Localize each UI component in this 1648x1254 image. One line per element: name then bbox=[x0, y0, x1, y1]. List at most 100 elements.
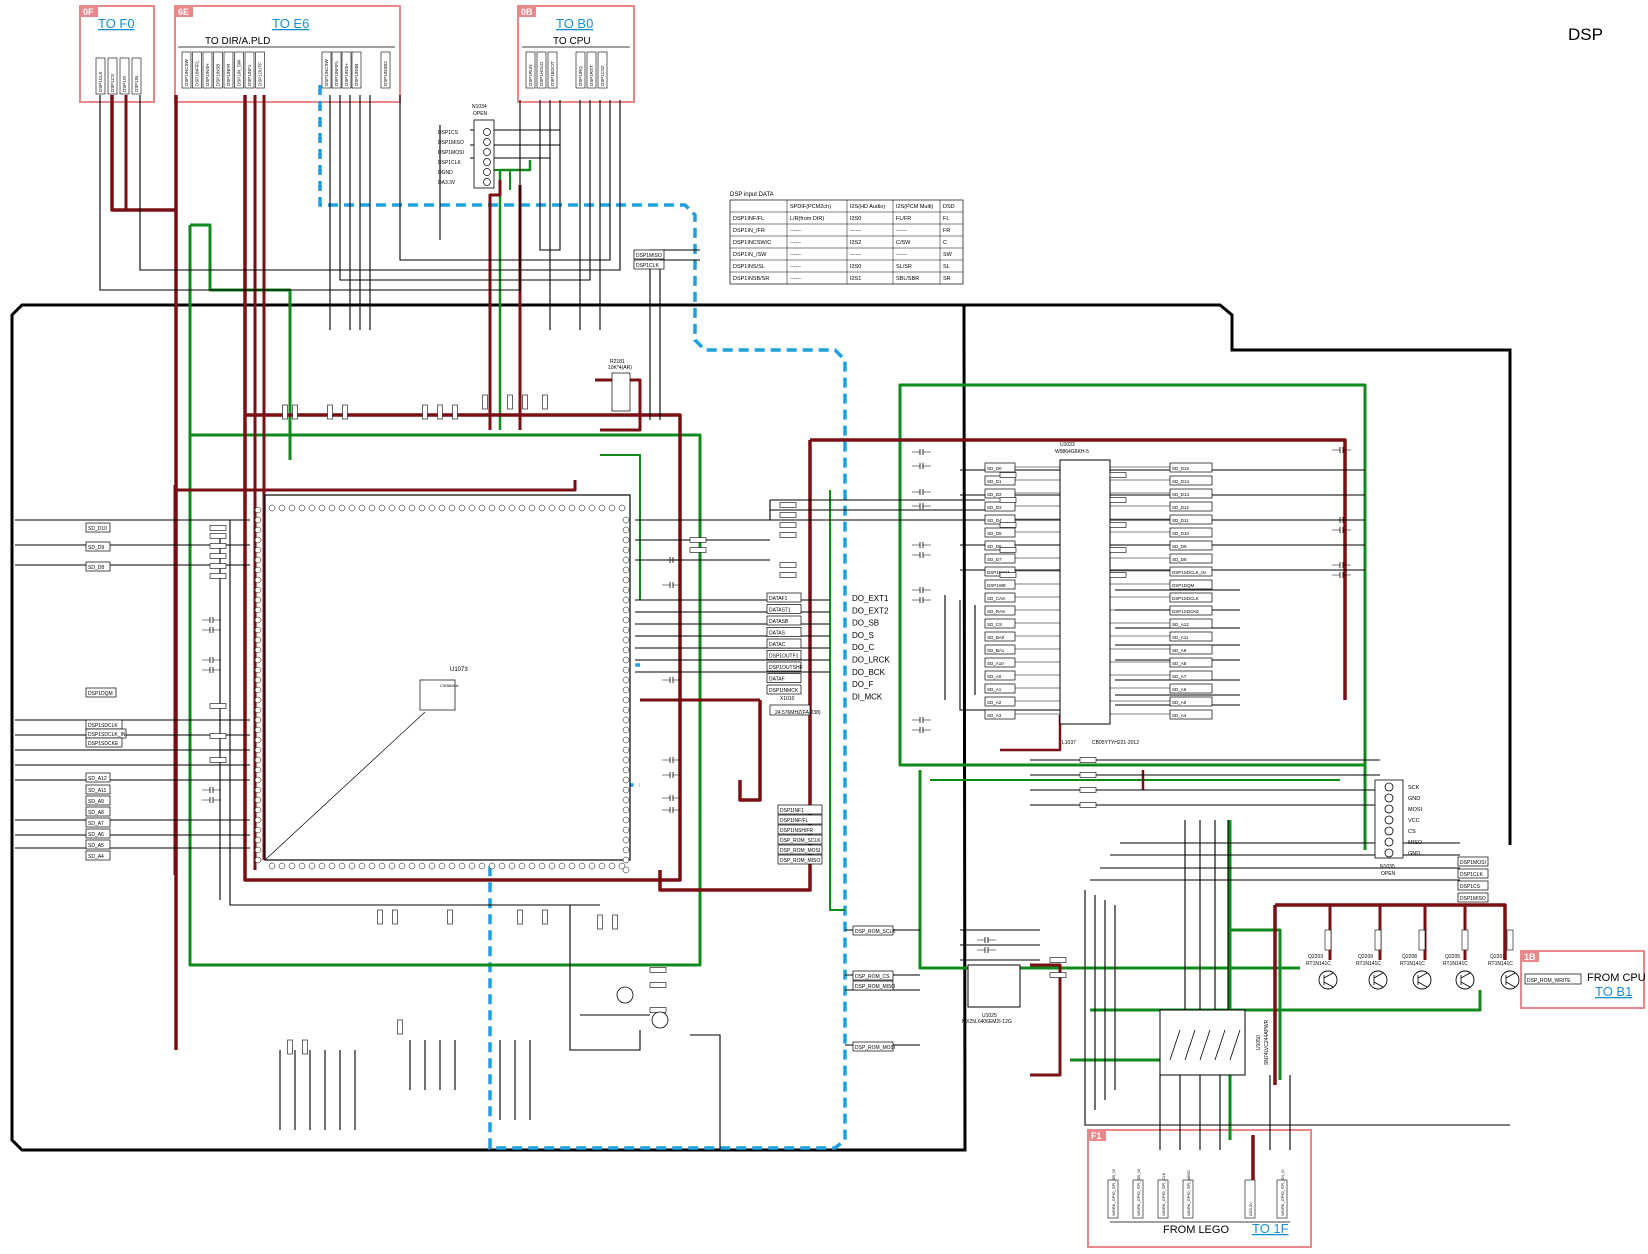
table-cell: ------ bbox=[850, 252, 861, 258]
svg-text:N1034: N1034 bbox=[472, 104, 487, 110]
table-header: I2S(HD Audio) bbox=[850, 204, 885, 210]
net-label-clk: DSP1CLK bbox=[633, 259, 665, 270]
table-cell: ------ bbox=[850, 228, 861, 234]
mid-right-label: DATAF bbox=[766, 673, 802, 683]
pin-circle bbox=[1384, 782, 1394, 792]
svg-text:U1025: U1025 bbox=[982, 1013, 997, 1019]
connector-pin-label: DSP1INSH bbox=[205, 63, 210, 86]
pin-circle bbox=[1384, 826, 1394, 836]
net-label-text: DATAC bbox=[769, 642, 786, 648]
transistor-ref: Q2205 bbox=[1445, 954, 1460, 960]
connector-link-b1[interactable]: TO B1 bbox=[1595, 984, 1632, 999]
connector-subtitle: FROM LEGO bbox=[1163, 1224, 1229, 1236]
net-label-text: DSP1DQM bbox=[1172, 583, 1195, 588]
table-header: DSD bbox=[943, 204, 955, 210]
connector-pin-label: DSP1IS bbox=[122, 76, 127, 92]
connector-pin-label: DSP1INSB2 bbox=[383, 61, 388, 86]
pin-circle bbox=[483, 158, 491, 166]
rom-right-label: DSP1INF/FL bbox=[777, 814, 823, 825]
connector-pin: DSP1IN bbox=[131, 57, 142, 95]
connector-pin-label: DSP1INSH bbox=[344, 63, 349, 86]
connector-pin-label: DSP1IN bbox=[134, 76, 139, 92]
do-label: DO_BCK bbox=[852, 668, 886, 677]
transistor-part: RT1N141C bbox=[1356, 961, 1381, 967]
sdram-left-label: SD_D0 bbox=[984, 462, 1016, 473]
table-cell: ------ bbox=[790, 228, 801, 234]
sdram-right-label: SD_D9 bbox=[1169, 540, 1213, 551]
connector-pin: DSP1INF/FL bbox=[331, 51, 342, 89]
transistor-part: RT1N141C bbox=[1443, 961, 1468, 967]
connector-subtitle: TO CPU bbox=[553, 36, 591, 47]
do-label: DO_S bbox=[852, 631, 874, 640]
net-label-text: DSP1OUTF1 bbox=[769, 654, 799, 660]
connector-pin-label: DSP1INSB bbox=[216, 64, 221, 86]
transistor-ref: Q2207 bbox=[1490, 954, 1505, 960]
net-label-text: DSP1SDCLK bbox=[88, 723, 118, 729]
lego-pin: WORK_GPIO_SPI_EN_O bbox=[1276, 1170, 1288, 1219]
pin-circle bbox=[1384, 804, 1394, 814]
lego-pin-label: WORK_GPIO_SPI_SB_W bbox=[1111, 1169, 1116, 1216]
sdram-right-label: SD_A6 bbox=[1169, 683, 1213, 694]
dsp-chip-u1073: U1073 C3H8M4A bbox=[254, 494, 631, 874]
connector-b1: 1B FROM CPU TO B1 DSP_ROM_WRITE bbox=[1520, 950, 1646, 1009]
net-label-text: DSP1MISO bbox=[636, 253, 662, 259]
net-label-dqm: DSP1DQM bbox=[85, 687, 117, 698]
sdram-left-label: SD_CS bbox=[984, 618, 1016, 629]
sdram-right-label: SD_D11 bbox=[1169, 514, 1213, 525]
connector-pin-label: DSP1OUTF bbox=[258, 62, 263, 86]
net-label-text: SD_A4 bbox=[88, 854, 104, 860]
connector-pin-label: DSP1INF1 bbox=[247, 64, 252, 86]
svg-text:X1010: X1010 bbox=[780, 696, 795, 702]
net-label-text: DATAF bbox=[769, 677, 785, 683]
left-bus-label: SD_A6 bbox=[85, 828, 111, 839]
net-label-text: SD_D8 bbox=[1172, 557, 1187, 562]
mid-right-labels: DATAF1DATAST1DATASBDATASDATACDSP1OUTF1DS… bbox=[766, 592, 803, 695]
net-label-text: SD_A4 bbox=[1172, 713, 1187, 718]
rom-label: DSP_ROM_MOSI bbox=[852, 1041, 895, 1052]
sdram-right-label: SD_A9 bbox=[1169, 644, 1213, 655]
mid-right-label: DSP1OUTSHF bbox=[766, 661, 803, 672]
connector-pin: DSP1CS2 bbox=[597, 51, 608, 89]
net-label-text: SD_A1 bbox=[987, 687, 1002, 692]
connector-tag: F1 bbox=[1091, 1131, 1102, 1141]
transistors: Q2203RT1N141CQ2209RT1N141CQ2208RT1N141CQ… bbox=[1306, 929, 1520, 990]
connector-link-b0[interactable]: TO B0 bbox=[556, 16, 593, 31]
table-header: SPDIF(PCM2ch) bbox=[790, 204, 831, 210]
left-bus-label: SD_D8 bbox=[85, 561, 111, 572]
sdram-right-label: SD_D12 bbox=[1169, 501, 1213, 512]
rom-label: DSP_ROM_CS bbox=[852, 970, 894, 981]
sdram-left-label: SD_CAS bbox=[984, 592, 1016, 603]
rom-write-label: DSP_ROM_WRITE bbox=[1527, 978, 1571, 984]
connector-pin: DSP1IN_SW bbox=[234, 51, 244, 89]
buffer-u1050: U1050 SN74LVC244APWR bbox=[1159, 1009, 1270, 1076]
table-cell: I2S1 bbox=[850, 276, 861, 282]
pin-circle bbox=[1384, 848, 1394, 858]
board-frame bbox=[10, 303, 967, 1152]
n1035-pin-label: VCC bbox=[1408, 818, 1420, 824]
net-label-text: SD_D5 bbox=[987, 531, 1002, 536]
n1034-pin-label: DSP1CLK bbox=[438, 160, 461, 166]
svg-text:CB05YTYH221-2012: CB05YTYH221-2012 bbox=[1092, 740, 1139, 746]
net-label-text: SD_BA0 bbox=[987, 635, 1005, 640]
rom-right-label: DSP1INSH/FR bbox=[777, 824, 823, 835]
sdram-right-label: DSP1DQM bbox=[1169, 579, 1213, 590]
left-bus-label: SD_A5 bbox=[85, 839, 111, 850]
net-label-text: DSP1SDCLK bbox=[1172, 596, 1199, 601]
do-label: DO_EXT1 bbox=[852, 594, 889, 603]
connector-link-f1[interactable]: TO 1F bbox=[1252, 1221, 1289, 1236]
lego-pin: WORK_GPIO_SPI_SB_W bbox=[1107, 1169, 1119, 1219]
connector-pin: DSP1HOLD bbox=[536, 51, 547, 89]
svg-text:24.576MHZ(FA-238): 24.576MHZ(FA-238) bbox=[775, 710, 821, 716]
connector-link-f0[interactable]: TO F0 bbox=[98, 16, 135, 31]
net-label-text: DSP1INF/FL bbox=[780, 818, 809, 824]
connector-pin-label: DSP1RUN bbox=[528, 64, 533, 86]
connector-link-e6[interactable]: TO E6 bbox=[272, 16, 309, 31]
n1034-pin-label: DSP1MOSI bbox=[438, 150, 464, 156]
connector-pin: DSP1INSB bbox=[351, 51, 362, 89]
